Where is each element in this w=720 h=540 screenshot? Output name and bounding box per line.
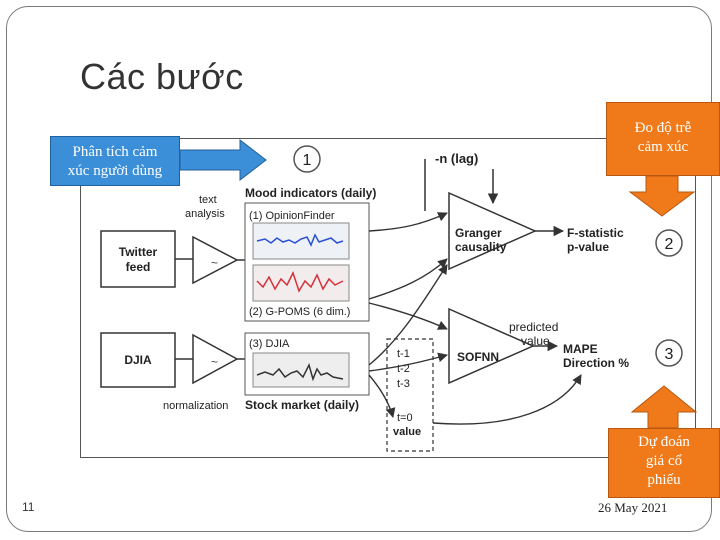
orange-arrow-up: [630, 385, 698, 429]
fstat-label-1: F-statistic: [567, 226, 624, 240]
djia-plot: [252, 352, 350, 388]
lag-label: -n (lag): [435, 151, 478, 166]
mood-header: Mood indicators (daily): [245, 186, 376, 200]
granger-label-2: causality: [455, 240, 507, 254]
callout-bottom-right-line-1: Dự đoán: [638, 434, 690, 450]
slide-number: 11: [22, 500, 35, 514]
gpoms-line: [256, 271, 344, 293]
callout-bottom-right-line-2: giá cổ: [645, 453, 683, 469]
diagram-canvas: 1 2 3 -n (lag) text analysis Twitter fee…: [100, 145, 683, 452]
t-minus-2: t-2: [397, 363, 410, 375]
twitter-label-2: feed: [126, 260, 151, 274]
sofnn-label: SOFNN: [457, 350, 499, 364]
mape-label-1: MAPE: [563, 342, 598, 356]
callout-left-line-2: xúc người dùng: [67, 163, 163, 179]
callout-bottom-right-line-3: phiếu: [647, 472, 681, 488]
djia-box: [100, 332, 176, 388]
step-2-label: 2: [665, 236, 674, 253]
slide-date: 26 May 2021: [598, 500, 668, 515]
tilde-2: ~: [211, 355, 218, 369]
step-1-label: 1: [303, 152, 312, 169]
text-analysis-label-2: analysis: [185, 208, 225, 220]
djia-panel-label: (3) DJIA: [249, 338, 290, 350]
blue-arrow-right: [179, 138, 267, 182]
step-3-label: 3: [665, 346, 674, 363]
callout-left-line-1: Phân tích cảm: [72, 144, 158, 160]
lag-window: [386, 338, 434, 452]
step-3-circle: 3: [655, 339, 683, 367]
callout-top-right-line-1: Đo độ trễ: [634, 120, 692, 136]
predicted-label-2: value: [521, 334, 550, 348]
twitter-label-1: Twitter: [119, 245, 158, 259]
gpoms-label: (2) G-POMS (6 dim.): [249, 306, 350, 318]
twitter-feed-box: [100, 230, 176, 288]
opinion-finder-line: [256, 233, 344, 247]
djia-box-label: DJIA: [124, 353, 152, 367]
process-diagram: 1 2 3 -n (lag) text analysis Twitter fee…: [80, 138, 696, 458]
mape-label-2: Direction %: [563, 356, 629, 370]
step-2-circle: 2: [655, 229, 683, 257]
slide-frame: [6, 6, 712, 532]
fstat-label-2: p-value: [567, 240, 609, 254]
tilde-1: ~: [211, 256, 218, 270]
value-label: value: [393, 426, 421, 438]
stock-market-label: Stock market (daily): [245, 398, 359, 412]
opinion-finder-label: (1) OpinionFinder: [249, 210, 335, 222]
step-1-circle: 1: [293, 145, 321, 173]
t-minus-1: t-1: [397, 348, 410, 360]
analysis-triangle-1: [192, 235, 239, 285]
orange-arrow-down: [628, 175, 696, 217]
granger-label-1: Granger: [455, 226, 502, 240]
predicted-label-1: predicted: [509, 320, 558, 334]
text-analysis-label-1: text: [199, 194, 217, 206]
slide-title: Các bước: [80, 56, 244, 97]
t-zero: t=0: [397, 412, 413, 424]
normalization-label: normalization: [163, 400, 228, 412]
callout-top-right-line-2: cảm xúc: [637, 139, 689, 155]
t-minus-3: t-3: [397, 378, 410, 390]
normalization-triangle: [192, 333, 239, 385]
granger-triangle: [448, 191, 537, 271]
sofnn-triangle: [448, 307, 535, 385]
djia-line: [256, 362, 344, 382]
